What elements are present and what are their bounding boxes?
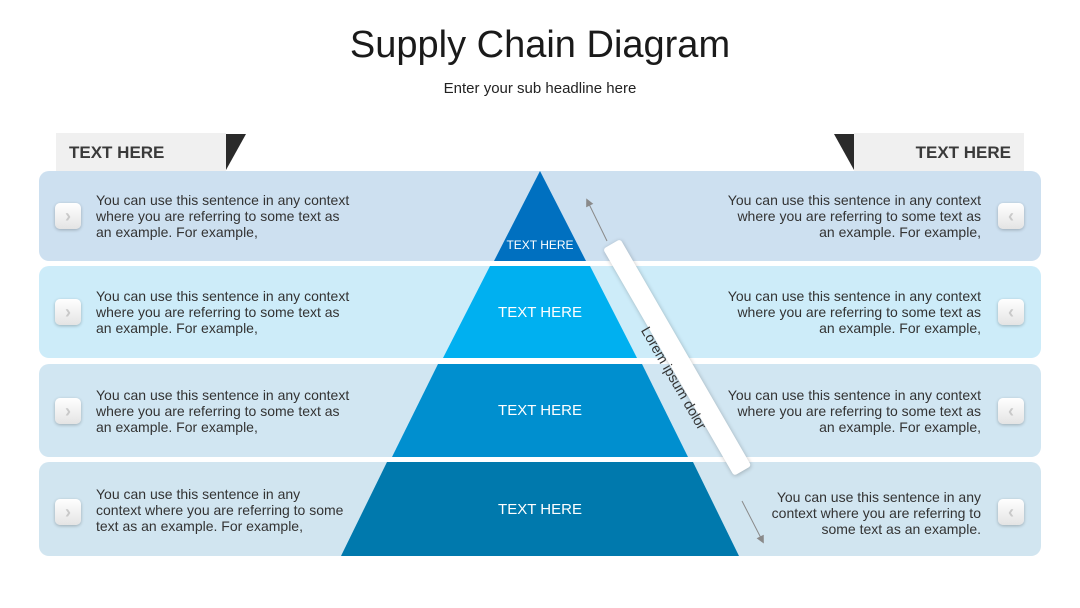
page-subtitle: Enter your sub headline here (443, 80, 637, 97)
right-header-tab: TEXT HERE (854, 133, 1024, 171)
row-2-left-text: You can use this sentence in any context… (96, 288, 350, 336)
chevron-left-icon[interactable]: ‹ (998, 203, 1024, 229)
row-1-left-text: You can use this sentence in any context… (96, 192, 350, 240)
row-4-left-text: You can use this sentence in any context… (96, 486, 344, 534)
chevron-right-icon[interactable]: › (55, 499, 81, 525)
chevron-right-icon[interactable]: › (55, 299, 81, 325)
left-tab-fold (226, 134, 246, 170)
pyramid-tier-1-label: TEXT HERE (506, 238, 574, 252)
left-header-tab: TEXT HERE (56, 133, 226, 171)
right-tab-fold (834, 134, 854, 170)
row-3-right-text: You can use this sentence in any context… (727, 387, 981, 435)
chevron-left-icon[interactable]: ‹ (998, 398, 1024, 424)
chevron-right-icon[interactable]: › (55, 203, 81, 229)
pyramid-tier-4-label: TEXT HERE (498, 501, 582, 518)
row-1-right-text: You can use this sentence in any context… (727, 192, 981, 240)
pyramid-tier-2-label: TEXT HERE (498, 304, 582, 321)
row-4-right-text: You can use this sentence in any context… (771, 489, 981, 537)
chevron-left-icon[interactable]: ‹ (998, 299, 1024, 325)
pyramid-tier-3-label: TEXT HERE (498, 402, 582, 419)
chevron-right-icon[interactable]: › (55, 398, 81, 424)
row-3-left-text: You can use this sentence in any context… (96, 387, 350, 435)
row-2-right-text: You can use this sentence in any context… (727, 288, 981, 336)
page-title: Supply Chain Diagram (349, 24, 731, 66)
chevron-left-icon[interactable]: ‹ (998, 499, 1024, 525)
